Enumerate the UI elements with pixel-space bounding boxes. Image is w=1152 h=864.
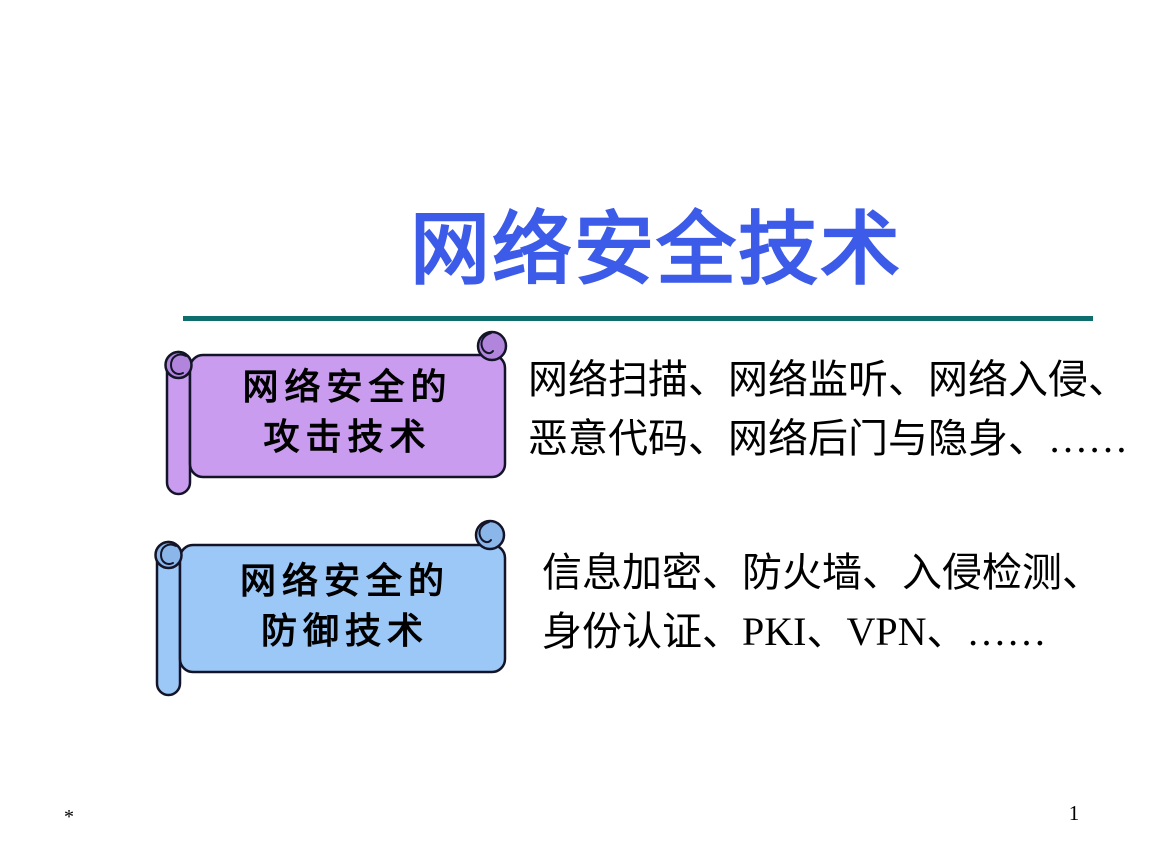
defense-banner-label-line1: 网络安全的 — [239, 561, 450, 601]
scroll-left-curl-detail — [159, 543, 177, 565]
scroll-top-right-curl-detail — [480, 332, 494, 355]
defense-banner-label: 网络安全的 防御技术 — [185, 556, 505, 656]
scroll-body — [188, 353, 507, 479]
attack-banner-label: 网络安全的 攻击技术 — [190, 362, 505, 462]
attack-description-line1: 网络扫描、网络监听、网络入侵、 — [528, 357, 1128, 402]
scroll-top-right-curl-icon — [474, 519, 506, 551]
scroll-top-right-curl-detail — [478, 521, 492, 544]
slide-footnote: * — [64, 806, 74, 828]
scroll-top-right-curl-icon — [476, 330, 508, 362]
defense-scroll-banner — [154, 519, 507, 697]
defense-banner-label-line2: 防御技术 — [260, 611, 429, 651]
page-number: 1 — [1068, 801, 1080, 825]
slide-title: 网络安全技术 — [410, 205, 902, 294]
defense-description-line1: 信息加密、防火墙、入侵检测、 — [542, 550, 1102, 595]
attack-description: 网络扫描、网络监听、网络入侵、 恶意代码、网络后门与隐身、…… — [528, 350, 1128, 468]
attack-banner-label-line1: 网络安全的 — [242, 367, 453, 407]
defense-description-line2: 身份认证、PKI、VPN、…… — [542, 609, 1047, 654]
attack-banner-label-line2: 攻击技术 — [263, 417, 432, 457]
attack-scroll-banner — [164, 330, 508, 496]
attack-description-line2: 恶意代码、网络后门与隐身、…… — [528, 416, 1128, 461]
scroll-left-curl-detail — [169, 353, 187, 375]
title-underline-rule — [183, 316, 1093, 321]
defense-description: 信息加密、防火墙、入侵检测、 身份认证、PKI、VPN、…… — [542, 543, 1102, 661]
scroll-body — [178, 543, 507, 674]
